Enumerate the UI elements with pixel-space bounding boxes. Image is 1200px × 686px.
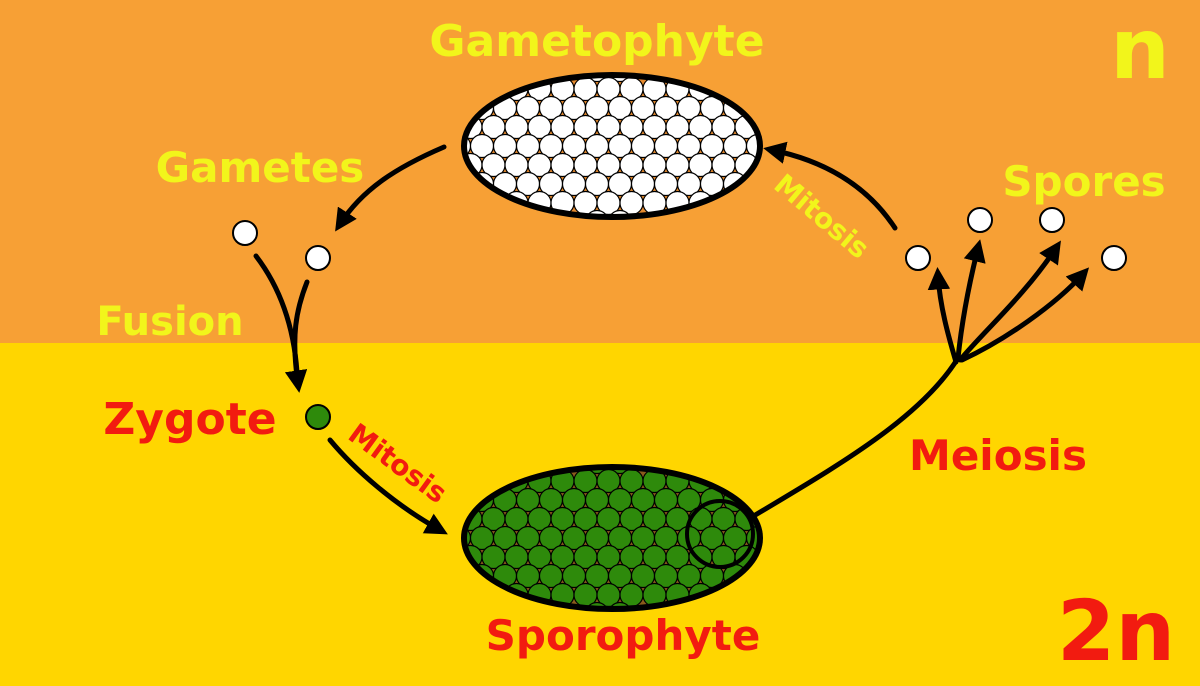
zygote-label: Zygote [103, 394, 276, 445]
gamete-cell [232, 220, 258, 246]
gametes-label: Gametes [156, 143, 365, 192]
zygote-cell [305, 404, 331, 430]
sporophyte-outline [461, 464, 763, 612]
spore-cells [905, 207, 1127, 271]
gametophyte [461, 72, 763, 220]
arrows [253, 141, 1090, 535]
arrow-spore-3 [957, 240, 1061, 363]
arrow-meiosis-main [749, 355, 961, 520]
arrow-spore-1 [927, 267, 959, 365]
arrow-zygote-to-sporophyte [327, 437, 448, 535]
arrow-fusion-right [284, 279, 310, 393]
sporangium-circle [685, 499, 755, 569]
gametophyte-outline [461, 72, 763, 220]
gamete-cells [232, 220, 331, 271]
arrow-spore-2 [955, 239, 986, 361]
spore-cell [1101, 245, 1127, 271]
gamete-cell [305, 245, 331, 271]
sporophyte [461, 464, 763, 612]
spore-cell [905, 245, 931, 271]
meiosis-label: Meiosis [909, 431, 1087, 480]
fusion-label: Fusion [96, 299, 243, 345]
gametophyte-label: Gametophyte [429, 16, 764, 67]
spore-cell [967, 207, 993, 233]
spores-label: Spores [1002, 157, 1165, 206]
arrow-gametophyte-to-gametes [335, 144, 447, 232]
spore-cell [1039, 207, 1065, 233]
arrow-spore-4 [959, 267, 1090, 363]
arrow-spore-to-gametophyte [763, 141, 898, 231]
sporophyte-label: Sporophyte [486, 611, 761, 660]
diploid-label: 2n [1057, 582, 1175, 680]
haploid-label: n [1110, 0, 1170, 98]
